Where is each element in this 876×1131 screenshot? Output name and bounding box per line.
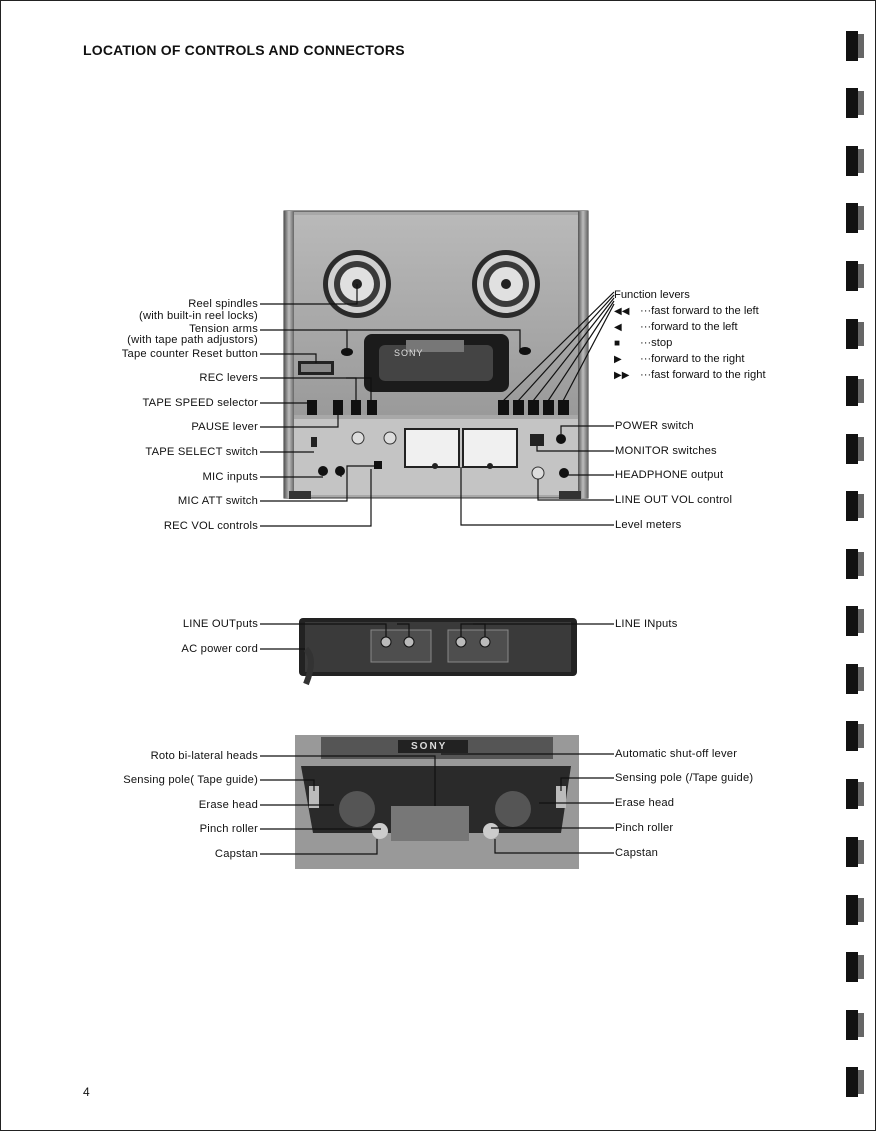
label-level-meters: Level meters: [615, 519, 682, 531]
binding-tab: [846, 319, 864, 349]
label-tape-speed: TAPE SPEED selector: [142, 397, 258, 409]
binding-tab: [846, 146, 864, 176]
label-sensing-pole-right: Sensing pole (/Tape guide): [615, 772, 754, 784]
head-brand: SONY: [411, 741, 448, 752]
label-power-switch: POWER switch: [615, 420, 694, 432]
binding-tab: [846, 203, 864, 233]
binding-tab: [846, 779, 864, 809]
rewind-fast-glyph: ◀◀: [614, 306, 630, 317]
label-ac-cord: AC power cord: [181, 643, 258, 655]
binding-tab: [846, 491, 864, 521]
label-headphone: HEADPHONE output: [615, 469, 724, 481]
label-roto-heads: Roto bi-lateral heads: [150, 750, 258, 762]
leader-lines: [260, 284, 615, 855]
label-function-levers: Function levers: [614, 289, 690, 301]
binding-tab: [846, 376, 864, 406]
binding-tab: [846, 1067, 864, 1097]
label-mic-att: MIC ATT switch: [177, 495, 258, 507]
front-panel-photo: [283, 210, 589, 499]
rewind-glyph: ◀: [614, 322, 622, 333]
label-tape-select: TAPE SELECT switch: [145, 446, 258, 458]
label-reel-spindles: Reel spindles: [188, 298, 258, 310]
binding-tab: [846, 1010, 864, 1040]
function-item: ◀◀···fast forward to the left: [614, 305, 759, 317]
function-item: ▶···forward to the right: [614, 353, 745, 365]
label-monitor-switches: MONITOR switches: [615, 445, 717, 457]
head-assembly-photo: [295, 735, 579, 869]
label-sensing-pole-left: Sensing pole( Tape guide): [123, 774, 258, 786]
label-reel-spindles-note: (with built-in reel locks): [139, 310, 258, 322]
binding-tab: [846, 837, 864, 867]
label-tension-arms-note: (with tape path adjustors): [127, 334, 258, 346]
binding-tab: [846, 31, 864, 61]
label-mic-inputs: MIC inputs: [202, 471, 258, 483]
binding-tab: [846, 895, 864, 925]
label-rec-levers: REC levers: [199, 372, 258, 384]
binding-tab: [846, 721, 864, 751]
label-pinch-roller-left: Pinch roller: [199, 823, 258, 835]
label-pinch-roller-right: Pinch roller: [615, 822, 674, 834]
label-capstan-right: Capstan: [615, 847, 659, 859]
function-item: ◀···forward to the left: [614, 321, 738, 333]
label-pause-lever: PAUSE lever: [191, 421, 258, 433]
deck-brand: SONY: [394, 348, 424, 358]
label-counter-reset: Tape counter Reset button: [121, 348, 258, 360]
label-auto-shutoff: Automatic shut-off lever: [615, 748, 738, 760]
fast-forward-glyph: ▶▶: [614, 370, 630, 381]
label-line-inputs: LINE INputs: [615, 618, 678, 630]
binding-tab: [846, 549, 864, 579]
binding-tab: [846, 952, 864, 982]
label-line-outputs: LINE OUTputs: [182, 618, 258, 630]
label-rec-vol: REC VOL controls: [163, 520, 258, 532]
page-title: LOCATION OF CONTROLS AND CONNECTORS: [83, 42, 405, 58]
binding-tab: [846, 88, 864, 118]
page-number: 4: [83, 1085, 90, 1099]
function-item: ■···stop: [614, 337, 673, 349]
play-glyph: ▶: [614, 354, 622, 365]
binding-tab: [846, 606, 864, 636]
binding-tab: [846, 434, 864, 464]
stop-glyph: ■: [614, 338, 621, 349]
label-tension-arms: Tension arms: [189, 323, 258, 335]
label-erase-head-left: Erase head: [198, 799, 258, 811]
label-capstan-left: Capstan: [214, 848, 258, 860]
label-line-out-vol: LINE OUT VOL control: [615, 494, 733, 506]
function-item: ▶▶···fast forward to the right: [614, 369, 766, 381]
label-erase-head-right: Erase head: [615, 797, 675, 809]
binding-tab: [846, 261, 864, 291]
rear-panel-photo: [299, 618, 577, 686]
binding-tab: [846, 664, 864, 694]
